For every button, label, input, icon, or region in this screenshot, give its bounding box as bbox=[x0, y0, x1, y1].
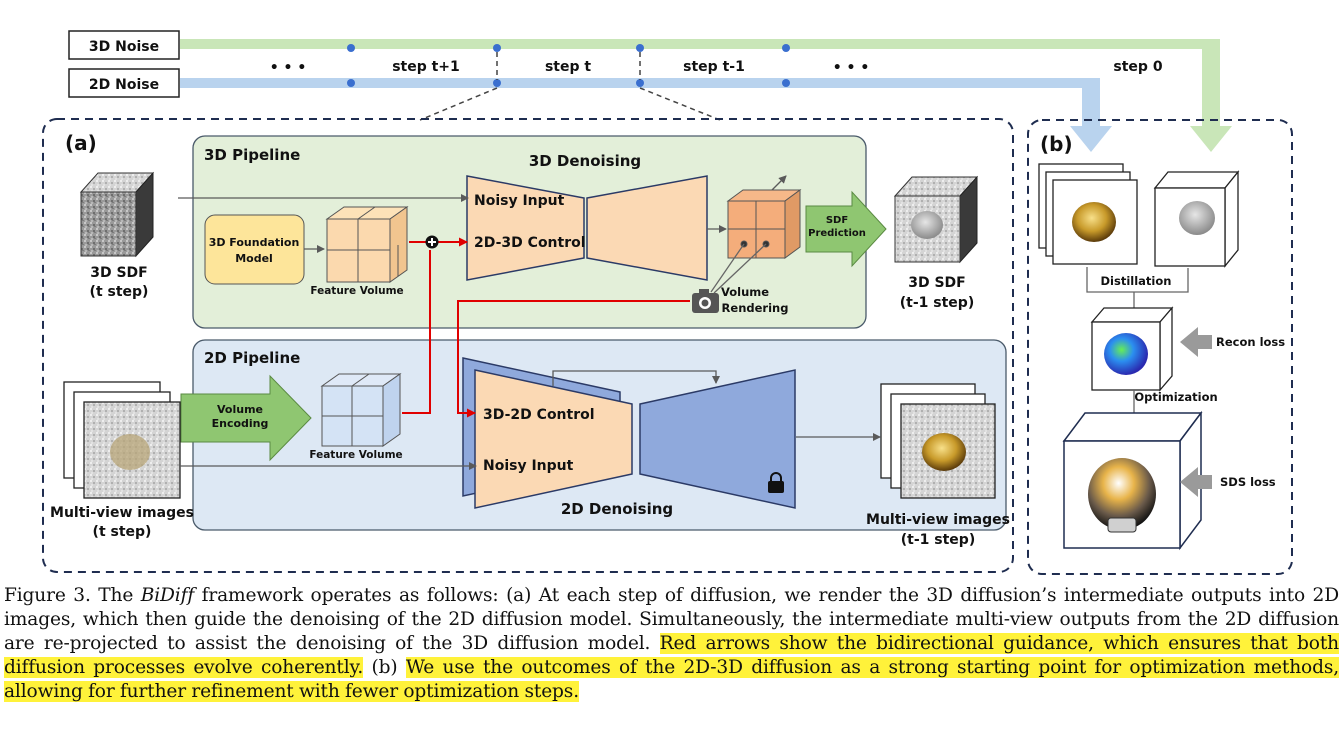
step-dot bbox=[347, 79, 355, 87]
step-dot bbox=[493, 79, 501, 87]
volume-encoding-line1: Volume bbox=[217, 403, 263, 416]
step-dot bbox=[347, 44, 355, 52]
step-dot bbox=[493, 44, 501, 52]
red-guidance-arrows bbox=[402, 237, 690, 418]
volume-rendering-line2: Rendering bbox=[722, 301, 789, 315]
step-markers bbox=[347, 44, 790, 87]
caption-part3: (b) bbox=[363, 657, 406, 678]
multiview-output-line1: Multi-view images bbox=[866, 512, 1010, 528]
pipeline-3d-title: 3D Pipeline bbox=[204, 146, 300, 164]
plus-icon bbox=[425, 235, 439, 249]
sdf-output-line1: 3D SDF bbox=[908, 275, 966, 291]
skip-connection-arrow bbox=[552, 370, 720, 386]
step-dot bbox=[782, 44, 790, 52]
dots-right: • • • bbox=[833, 60, 870, 76]
step-dashes bbox=[419, 52, 721, 121]
sdf-output-line2: (t-1 step) bbox=[900, 295, 974, 311]
panel-a-frame bbox=[42, 118, 1014, 573]
multiview-output-line2: (t-1 step) bbox=[901, 532, 975, 548]
encoded-volume-to-plus bbox=[402, 250, 431, 414]
optimization-label: Optimization bbox=[1134, 390, 1217, 404]
recon-cube bbox=[1090, 306, 1174, 392]
distilled-views-stack bbox=[1038, 163, 1138, 265]
sdf-input-cube bbox=[79, 171, 155, 258]
feature-volume-2d bbox=[320, 373, 402, 447]
step-t-minus-1: step t-1 bbox=[683, 59, 745, 75]
sdf-input-line2: (t step) bbox=[90, 284, 149, 300]
volume-encoding-line2: Encoding bbox=[212, 417, 269, 430]
step-0: step 0 bbox=[1113, 59, 1162, 75]
blue-band-arrowhead bbox=[1070, 126, 1112, 152]
camera-icon bbox=[692, 289, 719, 313]
control-2d3d-label: 2D-3D Control bbox=[474, 235, 586, 251]
figure-caption: Figure 3. The BiDiff framework operates … bbox=[4, 584, 1339, 704]
foundation-model-box bbox=[204, 214, 305, 285]
feature-volume-2d-label: Feature Volume bbox=[309, 449, 402, 461]
multiview-output-stack bbox=[880, 383, 996, 499]
pipeline-2d-title: 2D Pipeline bbox=[204, 349, 300, 367]
sds-cube bbox=[1062, 410, 1203, 551]
foundation-model-line1: 3D Foundation bbox=[209, 236, 300, 249]
denoiser-3d-decoder bbox=[586, 175, 708, 281]
blue-noise-band-down bbox=[1082, 78, 1100, 127]
feature-volume-3d bbox=[325, 206, 409, 283]
step-dot bbox=[636, 79, 644, 87]
noise-3d-box bbox=[68, 30, 180, 60]
recon-loss-arrow bbox=[1180, 327, 1212, 357]
caption-part1: Figure 3. The bbox=[4, 585, 141, 606]
noise-3d-label: 3D Noise bbox=[89, 39, 159, 55]
step-dot bbox=[782, 79, 790, 87]
multiview-input-stack bbox=[63, 381, 181, 499]
step-t: step t bbox=[545, 59, 591, 75]
sdf-input-line1: 3D SDF bbox=[90, 265, 148, 281]
noisy-input-2d-label: Noisy Input bbox=[483, 458, 574, 474]
sds-loss-arrow bbox=[1180, 467, 1212, 497]
denoising-3d-title: 3D Denoising bbox=[529, 152, 641, 170]
timeline: 3D Noise 2D Noise • • • step t+1 step t … bbox=[68, 30, 1232, 152]
gray-flow-arrows bbox=[178, 175, 881, 470]
denoiser-2d-decoder bbox=[639, 369, 796, 509]
pipeline-2d: 2D Pipeline 3D-2D Control Noisy Input 2D… bbox=[180, 339, 1007, 531]
rendering-rays bbox=[710, 243, 767, 294]
bidiff-framework-figure: 3D Noise 2D Noise • • • step t+1 step t … bbox=[42, 30, 1293, 575]
green-band-arrowhead bbox=[1190, 126, 1232, 152]
sdf-view-cube bbox=[1153, 170, 1240, 268]
noise-2d-box bbox=[68, 68, 180, 98]
sdf-prediction-arrow bbox=[805, 190, 887, 268]
volume-up-arrow bbox=[771, 175, 787, 191]
sdf-prediction-line2: Prediction bbox=[808, 228, 866, 239]
green-noise-band-down bbox=[1202, 39, 1220, 127]
caption-part2: framework operates as follows: (a) At ea… bbox=[4, 585, 1339, 654]
multiview-input-line2: (t step) bbox=[93, 524, 152, 540]
dots-left: • • • bbox=[270, 60, 307, 76]
rendering-to-control-2d bbox=[457, 300, 690, 418]
noise-2d-label: 2D Noise bbox=[89, 77, 159, 93]
panel-b-frame bbox=[1027, 119, 1293, 575]
sdf-output-cube bbox=[893, 175, 979, 264]
step-t-plus-1: step t+1 bbox=[392, 59, 460, 75]
volume-rendering-line1: Volume bbox=[721, 285, 769, 299]
caption-bidiff: BiDiff bbox=[140, 585, 195, 606]
control-3d2d-label: 3D-2D Control bbox=[483, 407, 595, 423]
denoising-2d-title: 2D Denoising bbox=[561, 500, 673, 518]
green-noise-band bbox=[180, 39, 1220, 49]
pipeline-3d: 3D Pipeline 3D Denoising Noisy Input 2D-… bbox=[192, 135, 887, 329]
volume-encoding-arrow bbox=[180, 374, 312, 462]
output-volume-3d bbox=[726, 189, 802, 259]
sdf-prediction-line1: SDF bbox=[826, 215, 848, 226]
feature-volume-3d-label: Feature Volume bbox=[310, 285, 403, 297]
noisy-input-3d-label: Noisy Input bbox=[474, 193, 565, 209]
panel-b-label: (b) bbox=[1040, 132, 1073, 156]
recon-loss-label: Recon loss bbox=[1216, 335, 1285, 349]
distillation-label: Distillation bbox=[1101, 274, 1172, 288]
multiview-input-line1: Multi-view images bbox=[50, 505, 194, 521]
step-dot bbox=[636, 44, 644, 52]
lock-icon bbox=[768, 472, 784, 493]
panel-a-label: (a) bbox=[65, 131, 97, 155]
foundation-model-line2: Model bbox=[235, 252, 273, 265]
sds-loss-label: SDS loss bbox=[1220, 475, 1276, 489]
